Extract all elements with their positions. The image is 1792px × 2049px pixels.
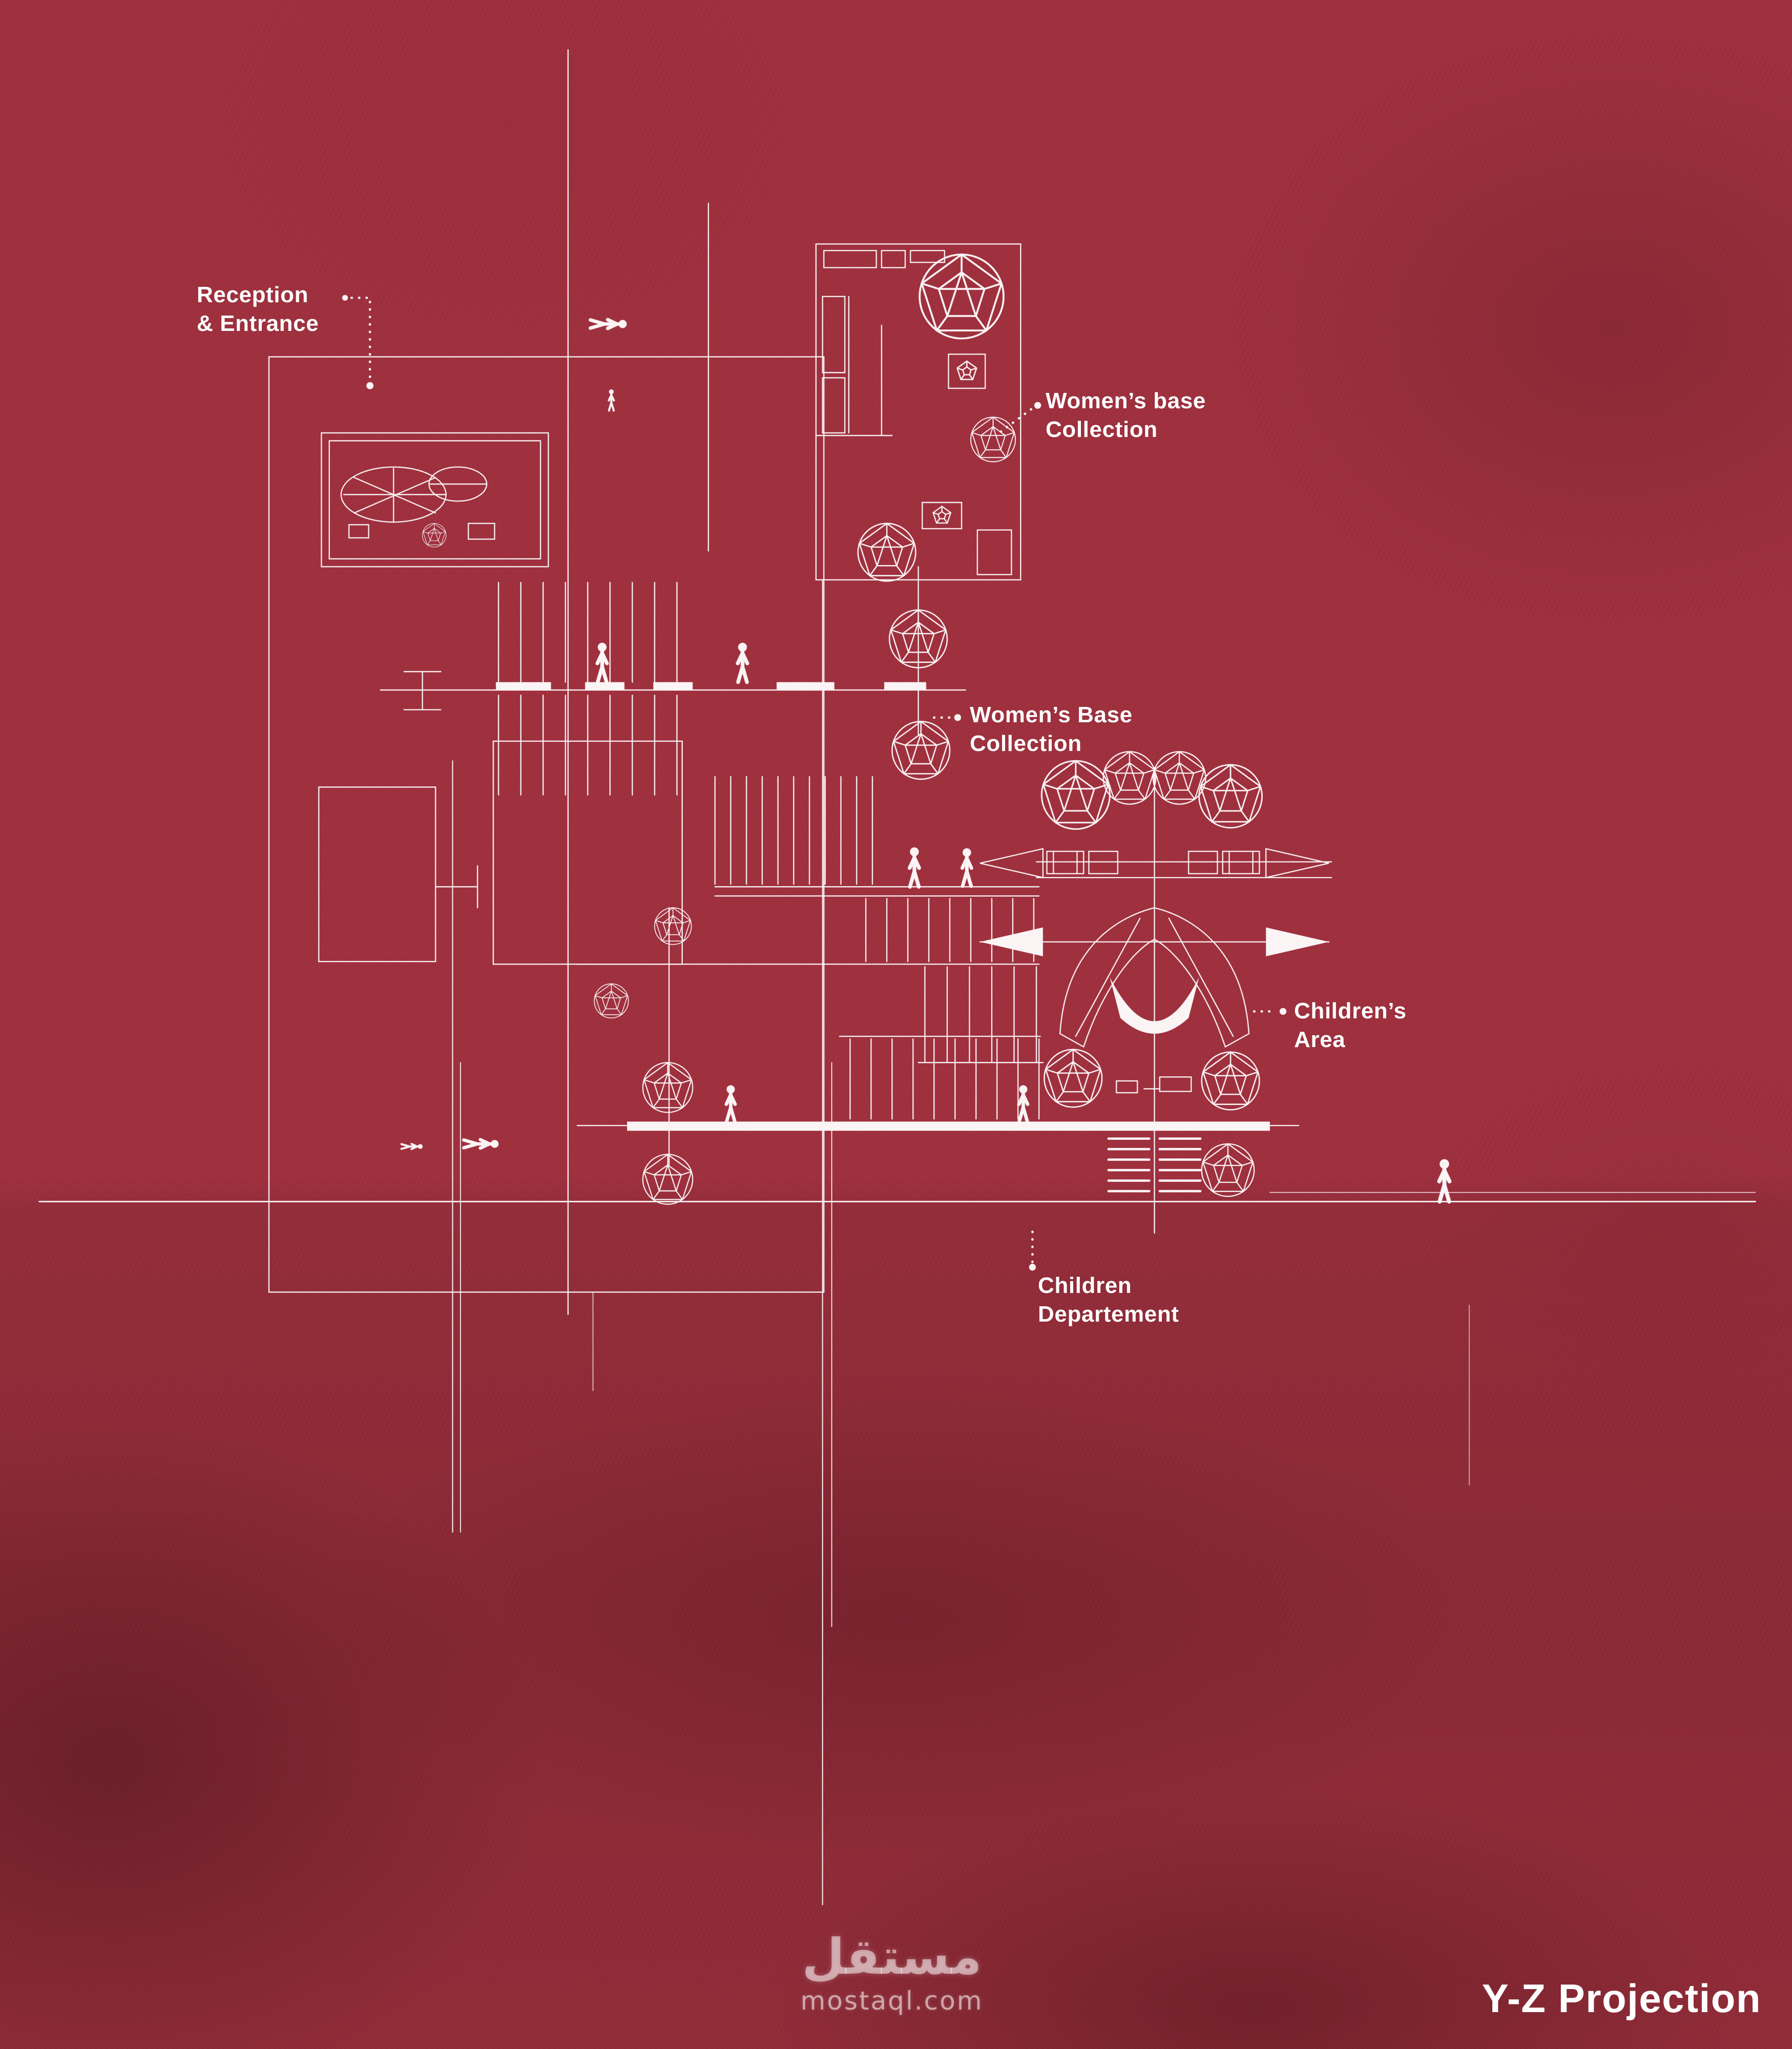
label-childrens-area: Children’s Area <box>1294 997 1407 1055</box>
mid-level-structure <box>576 776 1044 1120</box>
lower-walkway <box>576 1121 1300 1131</box>
label-line: Collection <box>1046 417 1158 443</box>
column-grid <box>318 581 683 965</box>
annotation-connectors <box>342 295 1287 1271</box>
label-line: Children’s <box>1294 998 1407 1023</box>
reception-hall-plan <box>268 356 825 1293</box>
geodesic-spheres <box>594 255 1263 1205</box>
label-line: Departement <box>1038 1302 1179 1327</box>
watermark-arabic-text: مستقل <box>802 1928 982 1985</box>
label-line: Reception <box>197 282 309 307</box>
watermark-domain-text: mostaql.com <box>800 1985 984 2016</box>
label-line: Collection <box>970 731 1082 757</box>
label-children-department: Children Departement <box>1038 1271 1179 1329</box>
label-womens-base-collection-top: Women’s base Collection <box>1046 387 1206 445</box>
childrens-structure <box>979 766 1332 1234</box>
frame-lines <box>452 49 1470 1906</box>
projection-title: Y-Z Projection <box>1482 1976 1761 2021</box>
label-line: Children <box>1038 1273 1132 1298</box>
upper-walkway <box>380 671 966 710</box>
label-line: Women’s Base <box>970 702 1133 727</box>
human-figures <box>400 320 1450 1202</box>
watermark: مستقل mostaql.com <box>801 1931 984 2016</box>
womens-room-plan <box>815 243 1022 581</box>
label-line: Area <box>1294 1027 1346 1053</box>
ground-line <box>38 1191 1756 1203</box>
label-line: & Entrance <box>197 311 319 337</box>
label-reception-entrance: Reception & Entrance <box>197 281 319 339</box>
label-line: Women’s base <box>1046 388 1206 413</box>
label-womens-base-collection-mid: Women’s Base Collection <box>970 701 1133 759</box>
